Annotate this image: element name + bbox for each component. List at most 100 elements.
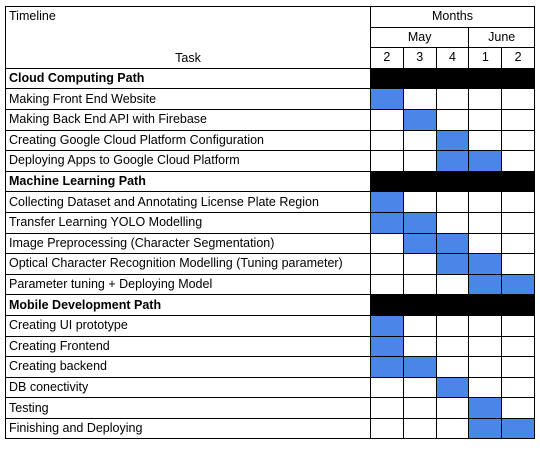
task-name: Optical Character Recognition Modelling …	[5, 253, 371, 275]
task-name: Collecting Dataset and Annotating Licens…	[5, 191, 371, 213]
section-bar-cell	[501, 170, 535, 193]
schedule-cell-empty	[501, 211, 535, 234]
schedule-cell-active	[435, 150, 470, 172]
section-bar-cell	[402, 67, 437, 90]
week-header-3: 1	[468, 47, 503, 69]
task-row: Transfer Learning YOLO Modelling	[5, 211, 535, 234]
section-bar-cell	[468, 67, 503, 90]
schedule-cell-active	[468, 253, 503, 275]
schedule-cell-empty	[501, 397, 535, 419]
section-bar-cell	[370, 170, 404, 193]
schedule-cell-empty	[370, 232, 404, 255]
schedule-cell-empty	[402, 417, 437, 440]
schedule-cell-active	[370, 88, 404, 110]
months-header: Months	[370, 6, 535, 28]
task-row: Making Back End API with Firebase	[5, 108, 535, 131]
schedule-cell-empty	[501, 191, 535, 213]
month-header-june: June	[468, 26, 535, 49]
schedule-cell-empty	[468, 211, 503, 234]
schedule-cell-empty	[501, 129, 535, 152]
schedule-cell-active	[370, 335, 404, 358]
schedule-cell-empty	[468, 314, 503, 337]
schedule-cell-empty	[468, 335, 503, 358]
schedule-cell-active	[435, 129, 470, 152]
week-header-2: 4	[435, 47, 470, 69]
schedule-cell-empty	[435, 417, 470, 440]
schedule-cell-empty	[402, 273, 437, 296]
schedule-cell-empty	[370, 150, 404, 172]
section-title: Cloud Computing Path	[5, 67, 371, 90]
task-row: Image Preprocessing (Character Segmentat…	[5, 232, 535, 255]
schedule-cell-active	[468, 397, 503, 419]
schedule-cell-active	[468, 417, 503, 440]
task-name: Image Preprocessing (Character Segmentat…	[5, 232, 371, 255]
week-header-4: 2	[501, 47, 535, 69]
task-name: Creating backend	[5, 356, 371, 378]
schedule-cell-empty	[402, 253, 437, 275]
task-row: Deploying Apps to Google Cloud Platform	[5, 150, 535, 172]
section-title: Mobile Development Path	[5, 294, 371, 316]
task-name: Making Back End API with Firebase	[5, 108, 371, 131]
week-header-0: 2	[370, 47, 404, 69]
schedule-cell-empty	[435, 356, 470, 378]
schedule-cell-empty	[402, 88, 437, 110]
schedule-cell-empty	[468, 376, 503, 399]
section-bar-cell	[370, 67, 404, 90]
schedule-cell-active	[370, 211, 404, 234]
schedule-cell-empty	[402, 150, 437, 172]
section-bar-cell	[402, 294, 437, 316]
week-header-1: 3	[402, 47, 437, 69]
schedule-cell-empty	[402, 376, 437, 399]
schedule-cell-active	[468, 273, 503, 296]
schedule-cell-empty	[435, 397, 470, 419]
section-bar-cell	[402, 170, 437, 193]
task-name: Testing	[5, 397, 371, 419]
section-row: Cloud Computing Path	[5, 67, 535, 90]
schedule-cell-empty	[468, 88, 503, 110]
timeline-label: Timeline	[5, 5, 371, 48]
section-bar-cell	[501, 294, 535, 316]
schedule-cell-empty	[501, 232, 535, 255]
task-name: Transfer Learning YOLO Modelling	[5, 211, 371, 234]
schedule-cell-active	[435, 253, 470, 275]
schedule-cell-empty	[468, 108, 503, 131]
task-name: Deploying Apps to Google Cloud Platform	[5, 150, 371, 172]
task-row: Parameter tuning + Deploying Model	[5, 273, 535, 296]
schedule-cell-empty	[370, 108, 404, 131]
task-name: Creating Google Cloud Platform Configura…	[5, 129, 371, 152]
task-row: DB conectivity	[5, 376, 535, 399]
schedule-cell-empty	[468, 191, 503, 213]
schedule-cell-empty	[468, 232, 503, 255]
schedule-cell-active	[402, 232, 437, 255]
task-name: DB conectivity	[5, 376, 371, 399]
schedule-cell-empty	[501, 356, 535, 378]
schedule-cell-empty	[501, 108, 535, 131]
schedule-cell-active	[402, 108, 437, 131]
schedule-cell-empty	[468, 129, 503, 152]
task-row: Creating Google Cloud Platform Configura…	[5, 129, 535, 152]
section-bar-cell	[435, 67, 470, 90]
section-bar-cell	[370, 294, 404, 316]
schedule-cell-empty	[435, 273, 470, 296]
schedule-cell-active	[435, 376, 470, 399]
schedule-cell-empty	[501, 88, 535, 110]
schedule-cell-empty	[370, 129, 404, 152]
schedule-cell-empty	[468, 356, 503, 378]
schedule-cell-empty	[501, 253, 535, 275]
schedule-cell-empty	[501, 150, 535, 172]
section-bar-cell	[501, 67, 535, 90]
schedule-cell-empty	[501, 314, 535, 337]
schedule-cell-active	[370, 356, 404, 378]
schedule-cell-empty	[370, 417, 404, 440]
schedule-cell-empty	[501, 376, 535, 399]
task-name: Making Front End Website	[5, 88, 371, 110]
schedule-cell-empty	[435, 335, 470, 358]
schedule-cell-active	[501, 273, 535, 296]
schedule-cell-active	[370, 314, 404, 337]
section-row: Mobile Development Path	[5, 294, 535, 316]
task-row: Making Front End Website	[5, 88, 535, 110]
schedule-cell-active	[501, 417, 535, 440]
schedule-cell-empty	[435, 108, 470, 131]
section-bar-cell	[435, 170, 470, 193]
